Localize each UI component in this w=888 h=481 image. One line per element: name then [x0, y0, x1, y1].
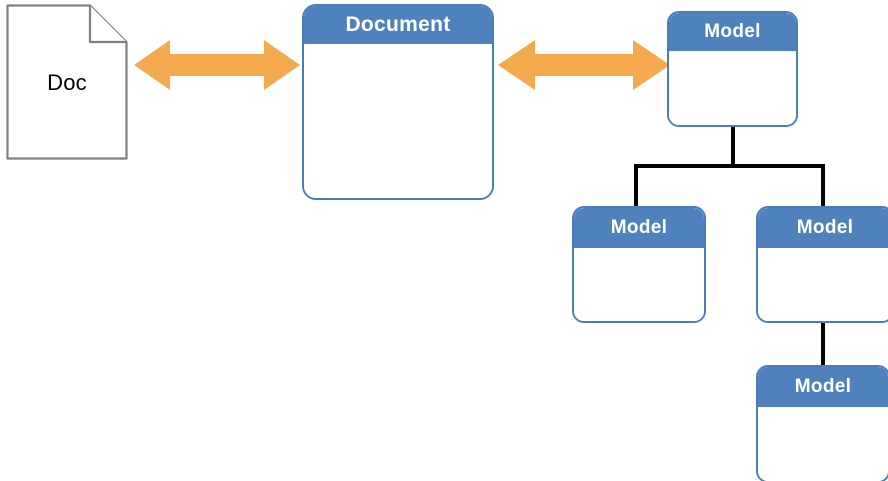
node-model-child-right-body — [758, 248, 888, 321]
node-model-root[interactable]: Model — [667, 11, 798, 127]
connector-right-child-vertical — [821, 164, 825, 208]
connector-root-vertical — [731, 126, 735, 168]
connector-left-child-vertical — [634, 164, 638, 208]
connector-grandchild-vertical — [821, 321, 825, 367]
node-document[interactable]: Document — [302, 4, 494, 200]
node-model-child-left-header: Model — [574, 208, 704, 248]
node-model-grandchild-body — [758, 407, 888, 481]
double-arrow-document-to-model — [498, 40, 670, 90]
node-model-grandchild[interactable]: Model — [756, 365, 888, 481]
node-model-root-body — [669, 51, 796, 125]
node-document-body — [304, 44, 492, 198]
double-arrow-doc-to-document — [134, 40, 300, 90]
node-model-grandchild-header: Model — [758, 367, 888, 407]
node-model-child-right-header: Model — [758, 208, 888, 248]
node-model-child-right[interactable]: Model — [756, 206, 888, 323]
node-model-child-left[interactable]: Model — [572, 206, 706, 323]
doc-page-icon — [6, 4, 128, 160]
node-model-child-left-body — [574, 248, 704, 321]
connector-horizontal-bar — [634, 164, 825, 168]
node-model-root-header: Model — [669, 13, 796, 51]
node-document-header: Document — [304, 6, 492, 44]
doc-label: Doc — [47, 70, 87, 95]
